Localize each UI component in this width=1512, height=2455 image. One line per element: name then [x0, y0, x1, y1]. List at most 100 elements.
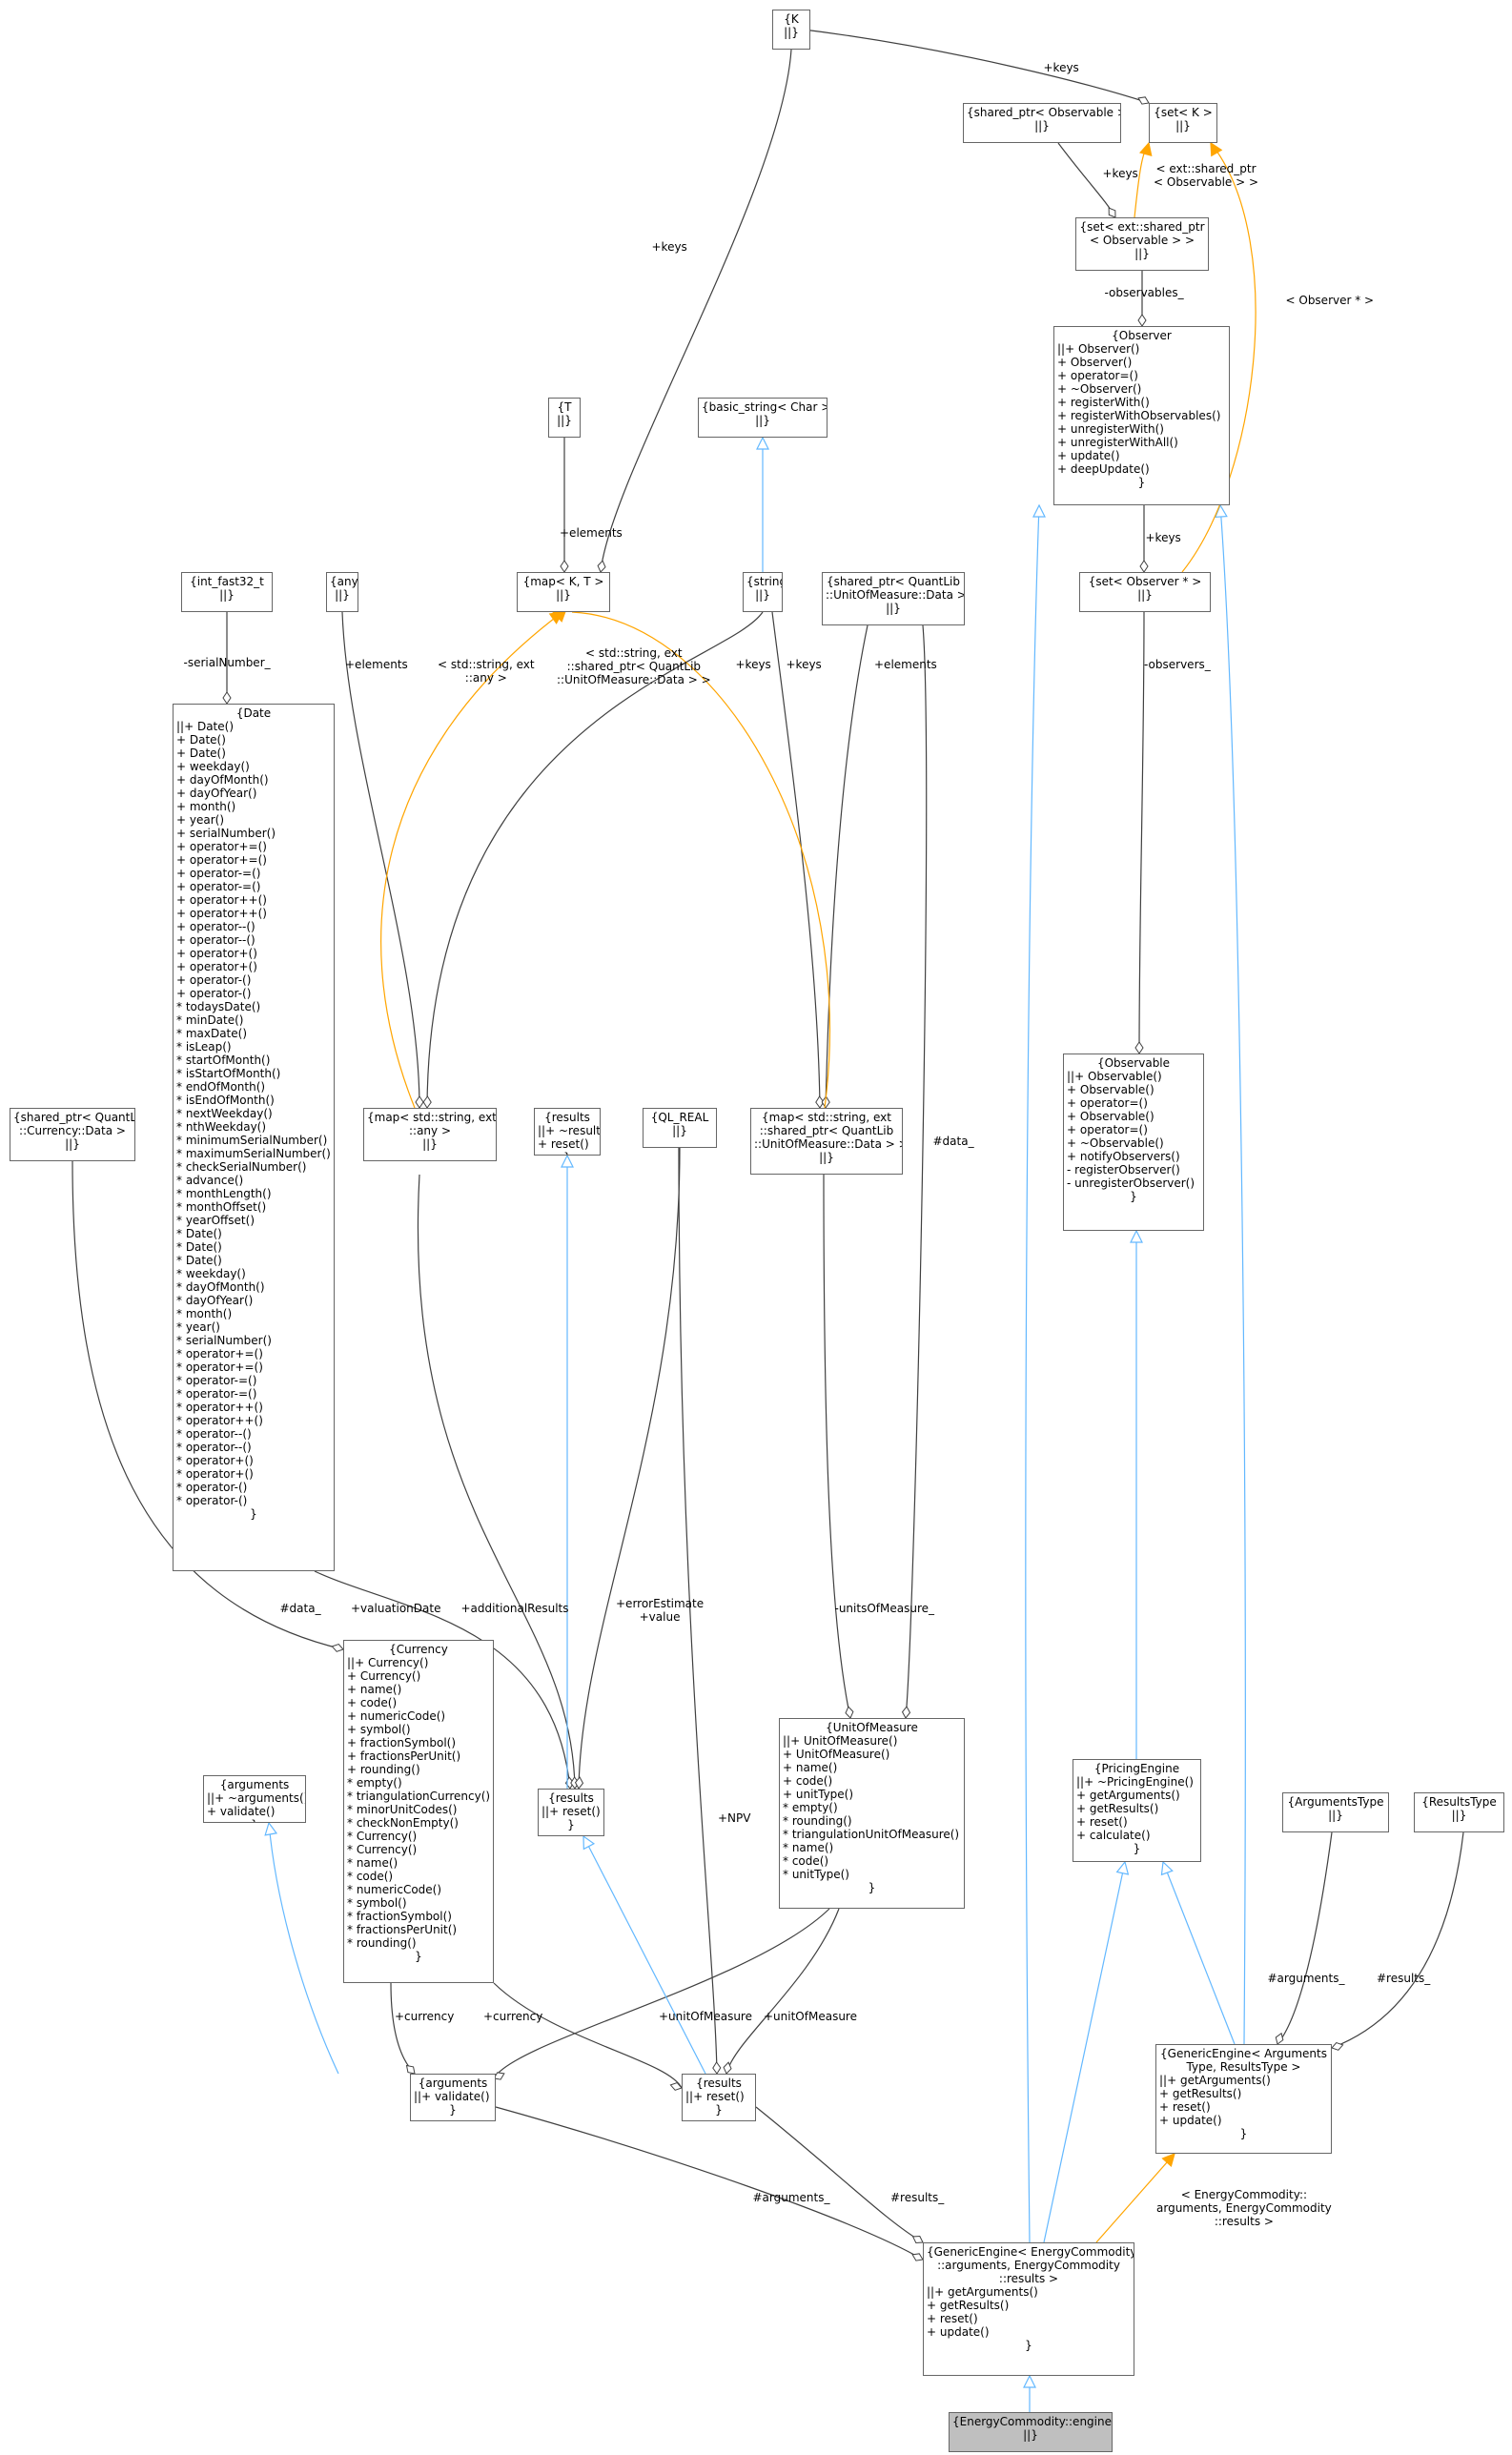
inheritance-line	[1025, 504, 1040, 2243]
class-node-spObs[interactable]: {shared_ptr< Observable >||}	[963, 103, 1121, 143]
edge-label-keys_obs: +keys	[1146, 531, 1181, 544]
edge-label-line: #results_	[1377, 1972, 1431, 1985]
class-node-K[interactable]: {K||}	[772, 10, 810, 50]
class-title-line: ||}	[755, 414, 770, 427]
class-node-string[interactable]: {string||}	[743, 572, 783, 612]
class-node-basicString[interactable]: {basic_string< Char >||}	[698, 398, 828, 438]
edge-label-line: -observers_	[1144, 658, 1211, 671]
edge-label-line: #arguments_	[752, 2191, 830, 2204]
class-title-line: ||}	[1175, 119, 1191, 133]
class-node-qlReal[interactable]: {QL_REAL||}	[643, 1108, 717, 1148]
class-member: * name()	[347, 1856, 398, 1870]
class-member: * checkSerialNumber()	[176, 1160, 307, 1174]
class-node-setSpObs[interactable]: {set< ext::shared_ptr< Observable > >||}	[1075, 217, 1209, 271]
class-node-spCur[interactable]: {shared_ptr< QuantLib::Currency::Data >|…	[10, 1108, 135, 1161]
class-member: * endOfMonth()	[176, 1080, 266, 1094]
class-title-line: {shared_ptr< QuantLib	[13, 1111, 135, 1124]
class-member: * checkNonEmpty()	[347, 1816, 459, 1830]
aggregation-line	[426, 611, 764, 1109]
class-node-Observable[interactable]: {Observable||+ Observable()+ Observable(…	[1063, 1054, 1204, 1231]
class-title-line: {QL_REAL	[650, 1111, 709, 1124]
aggregation-diamond	[1134, 1041, 1144, 1054]
class-member: + rounding()	[347, 1763, 420, 1776]
class-node-results[interactable]: {results||+ reset()}	[682, 2074, 756, 2121]
edge-label-err: +errorEstimate+value	[616, 1597, 704, 1624]
class-node-Currency[interactable]: {Currency||+ Currency()+ Currency()+ nam…	[343, 1640, 494, 1983]
aggregation-line	[314, 1570, 571, 1790]
class-member: ||+ ~results()	[538, 1124, 601, 1137]
aggregation-line	[341, 611, 420, 1109]
class-node-any[interactable]: {any||}	[326, 572, 358, 612]
class-member: + getResults()	[927, 2299, 1010, 2312]
class-end: }	[1025, 2339, 1032, 2352]
class-node-T[interactable]: {T||}	[548, 398, 581, 438]
class-member: + update()	[927, 2325, 990, 2339]
class-node-argsBase[interactable]: {arguments||+ ~arguments()+ validate()}	[203, 1775, 306, 1823]
inheritance-line	[1043, 1861, 1126, 2243]
class-member: + operator-()	[176, 987, 252, 1000]
class-node-spUom[interactable]: {shared_ptr< QuantLib::UnitOfMeasure::Da…	[822, 572, 965, 625]
class-title-line: {set< ext::shared_ptr	[1079, 220, 1205, 234]
class-member: - unregisterObserver()	[1067, 1176, 1195, 1190]
class-node-setObsPtr[interactable]: {set< Observer * >||}	[1079, 572, 1211, 612]
class-node-PricingEngine[interactable]: {PricingEngine||+ ~PricingEngine()+ getA…	[1073, 1759, 1201, 1862]
class-node-mapKT[interactable]: {map< K, T >||}	[517, 572, 610, 612]
class-node-intFast[interactable]: {int_fast32_t||}	[181, 572, 273, 612]
class-member: + registerWith()	[1057, 396, 1150, 409]
edge-label-currency_r: +currency	[483, 2010, 542, 2023]
class-member: * dayOfMonth()	[176, 1280, 265, 1294]
edge-label-line: #results_	[890, 2191, 945, 2204]
edge-label-line: #data_	[279, 1602, 321, 1615]
class-member: * numericCode()	[347, 1883, 442, 1896]
class-member: * Currency()	[347, 1843, 418, 1856]
class-node-engine[interactable]: {EnergyCommodity::engine||}	[949, 2412, 1113, 2452]
edge-label-line: < std::string, ext	[585, 646, 683, 660]
aggregation-diamond	[712, 2061, 722, 2075]
edge-label-keys_k: +keys	[1044, 61, 1079, 74]
edge-label-line: ::results >	[1214, 2215, 1274, 2228]
inheritance-arrow	[1130, 1229, 1143, 1243]
class-node-Date[interactable]: {Date||+ Date()+ Date()+ Date()+ weekday…	[173, 704, 335, 1571]
class-node-mapAny[interactable]: {map< std::string, ext::any >||}	[363, 1108, 497, 1161]
class-node-results2[interactable]: {results||+ reset()}	[538, 1789, 604, 1836]
aggregation-diamond	[493, 2072, 505, 2080]
class-node-ResultsType[interactable]: {ResultsType||}	[1414, 1792, 1504, 1832]
class-member: * rounding()	[783, 1814, 852, 1828]
class-title-line: ::Currency::Data >	[19, 1124, 126, 1137]
class-member: * operator++()	[176, 1414, 263, 1427]
class-title-line: ||}	[1023, 2428, 1038, 2442]
class-title-line: ::UnitOfMeasure::Data >	[826, 588, 965, 602]
class-member: + reset()	[1076, 1815, 1128, 1829]
inheritance-arrow	[561, 1154, 574, 1168]
edge-label-serial: -serialNumber_	[184, 656, 271, 669]
class-member: + operator+()	[176, 947, 257, 960]
class-node-setK[interactable]: {set< K >||}	[1149, 103, 1217, 143]
class-node-arguments[interactable]: {arguments||+ validate()}	[410, 2074, 496, 2121]
edge-label-line: +keys	[786, 658, 822, 671]
class-end: }	[715, 2103, 723, 2117]
class-member: * Date()	[176, 1254, 222, 1267]
aggregation-line	[72, 1160, 344, 1650]
class-node-Observer[interactable]: {Observer||+ Observer()+ Observer()+ ope…	[1053, 326, 1230, 505]
aggregation-diamond	[331, 1644, 344, 1652]
class-title-line: {ResultsType	[1421, 1795, 1497, 1809]
aggregation-diamond	[815, 1095, 825, 1109]
inheritance-arrow	[756, 436, 769, 450]
edge-label-line: #data_	[932, 1135, 974, 1148]
class-member: + getResults()	[1076, 1802, 1159, 1815]
aggregation-diamond	[901, 1706, 911, 1719]
class-member: * empty()	[783, 1801, 838, 1814]
class-node-resultsBase[interactable]: {results||+ ~results()+ reset()}	[534, 1108, 601, 1156]
edge-label-line: +errorEstimate	[616, 1597, 705, 1610]
class-node-mapUom[interactable]: {map< std::string, ext::shared_ptr< Quan…	[750, 1108, 903, 1175]
class-node-ArgumentsType[interactable]: {ArgumentsType||}	[1282, 1792, 1389, 1832]
aggregation-diamond	[597, 560, 606, 573]
class-member: + Observer()	[1057, 356, 1133, 369]
aggregation-line	[795, 28, 1150, 104]
class-node-UnitOfMeasure[interactable]: {UnitOfMeasure||+ UnitOfMeasure()+ UnitO…	[779, 1718, 965, 1909]
class-member: + operator+=()	[176, 840, 267, 853]
class-member: * operator-()	[176, 1481, 248, 1494]
class-title-line: {results	[544, 1111, 590, 1124]
class-node-GenericEC[interactable]: {GenericEngine< EnergyCommodity::argumen…	[923, 2242, 1134, 2376]
